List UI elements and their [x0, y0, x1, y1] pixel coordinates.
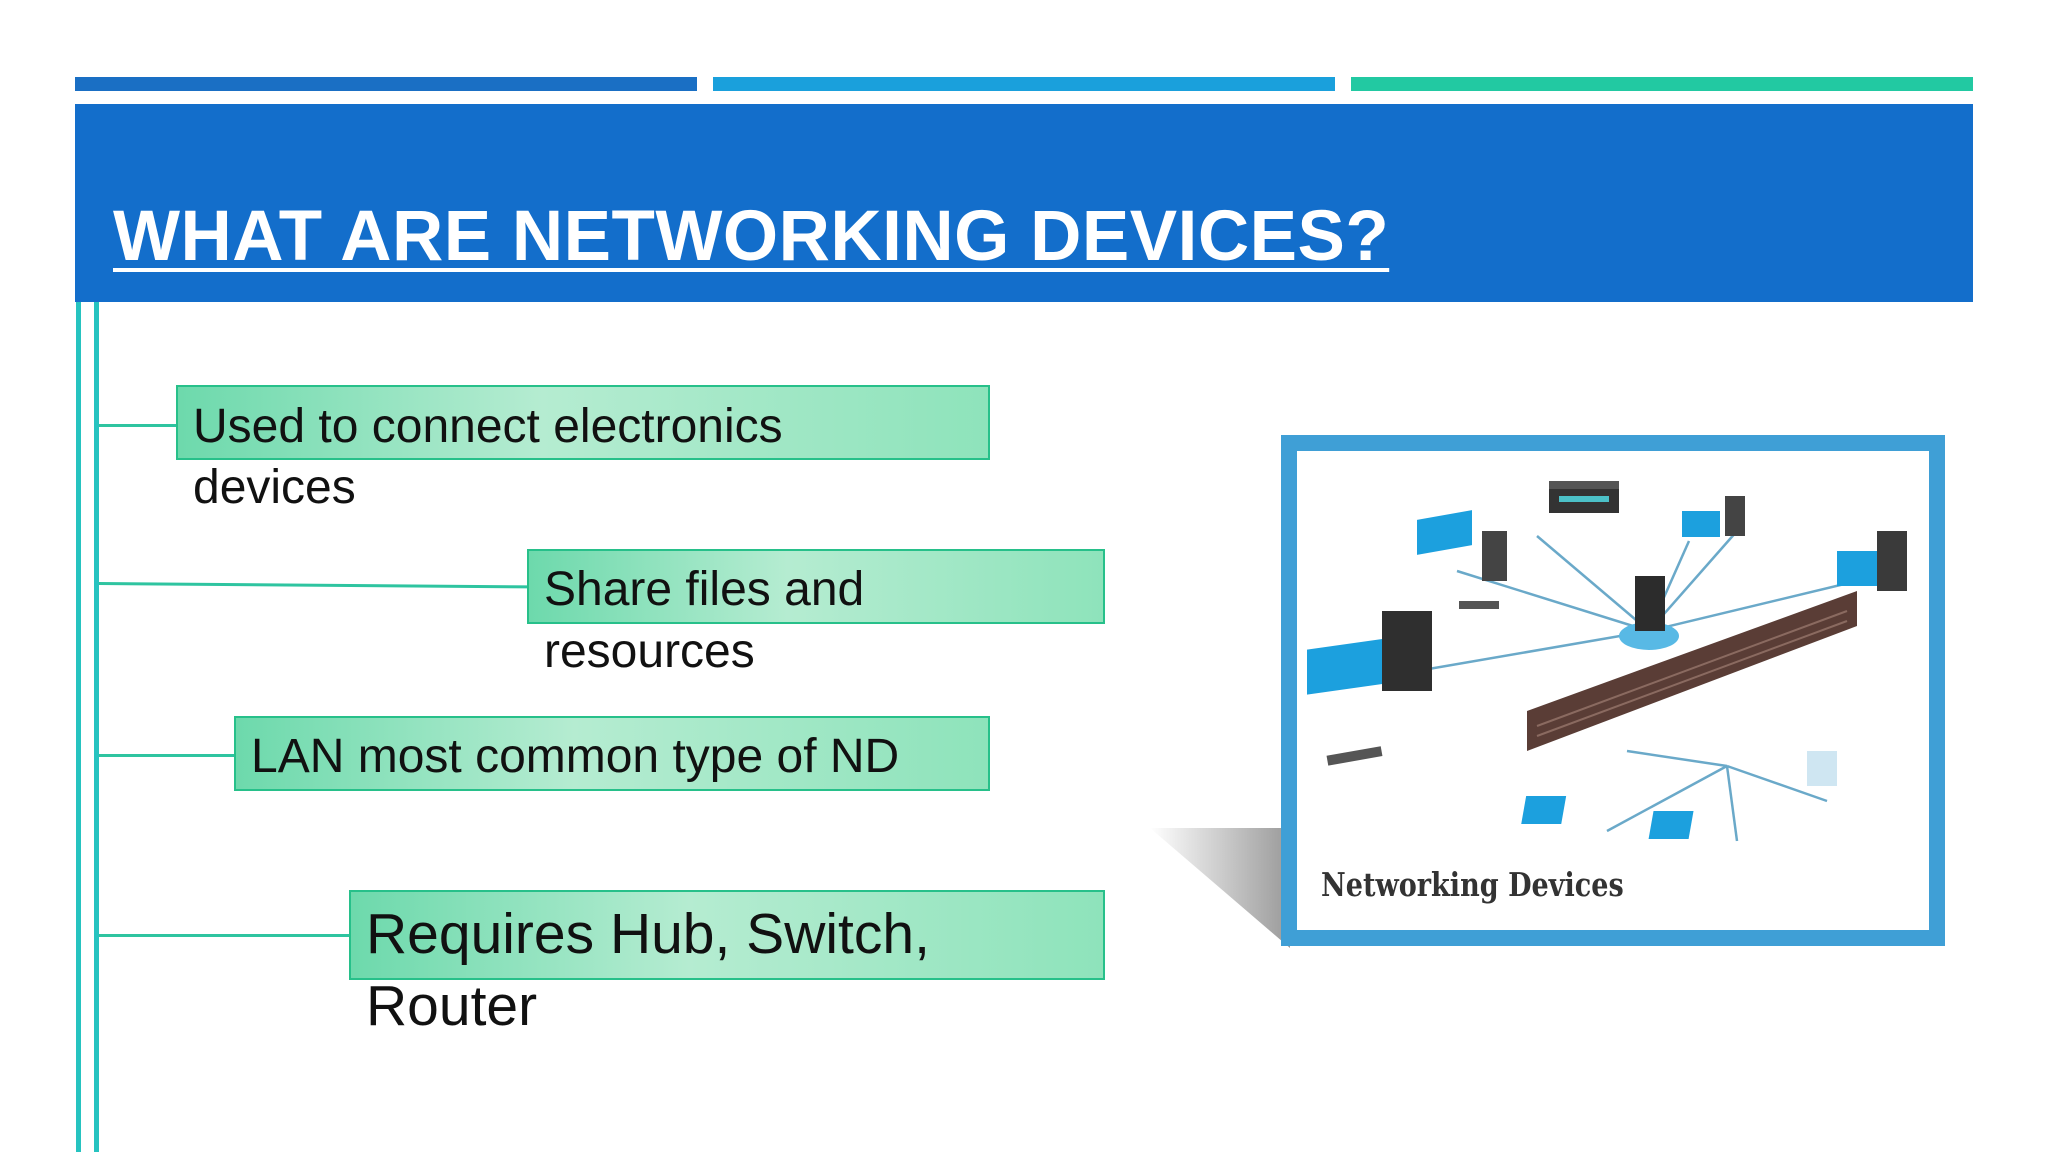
timeline-line-inner	[94, 302, 99, 1152]
bullet-2-line-2: resources	[544, 625, 755, 678]
accent-bar-1	[75, 77, 697, 91]
bullet-box-4	[349, 890, 1105, 980]
bullet-box-1	[176, 385, 990, 460]
patch-panel-icon	[1527, 591, 1857, 751]
bullet-1-line-1: Used to connect electronics	[193, 400, 783, 453]
bullet-3-line-1: LAN most common type of ND	[251, 730, 900, 783]
connector-1	[99, 424, 177, 427]
connector-3	[99, 754, 236, 757]
bullet-box-2	[527, 549, 1105, 624]
image-caption: Networking Devices	[1321, 865, 1624, 904]
timeline-line-outer	[76, 302, 81, 1152]
title-banner	[75, 104, 1973, 302]
desktop-computer-icon	[1307, 496, 1907, 695]
bullet-4-line-1: Requires Hub, Switch,	[366, 902, 930, 966]
network-diagram-icon	[1307, 481, 1907, 842]
bullet-box-3	[234, 716, 990, 791]
connector-2	[98, 582, 529, 589]
server-rack-icon	[1549, 481, 1619, 513]
bullet-4-line-2: Router	[366, 974, 538, 1038]
bullet-1-line-2: devices	[193, 461, 356, 514]
laptop-icon	[1521, 751, 1837, 839]
bullet-2-line-1: Share files and	[544, 563, 865, 616]
connector-4	[99, 934, 351, 937]
accent-bar-2	[713, 77, 1335, 91]
image-shadow	[1150, 828, 1290, 948]
accent-bar-3	[1351, 77, 1973, 91]
networking-devices-image: Networking Devices	[1281, 435, 1945, 946]
slide-title: WHAT ARE NETWORKING DEVICES?	[113, 197, 1390, 276]
